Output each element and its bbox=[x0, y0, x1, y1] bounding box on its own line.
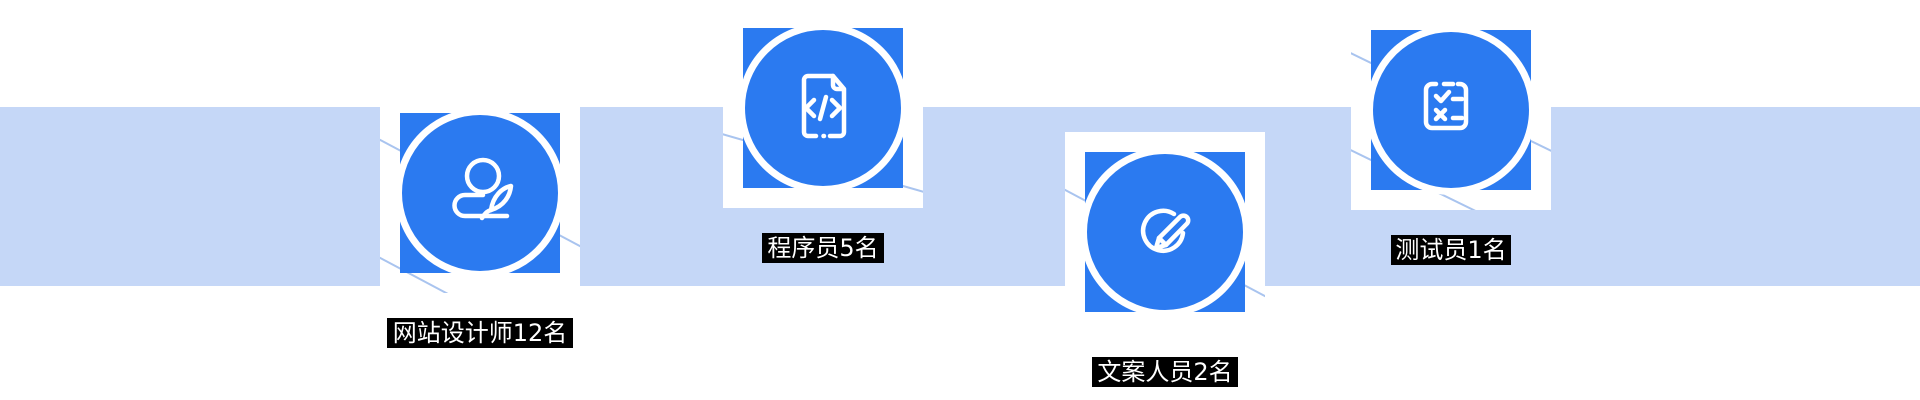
background-band bbox=[0, 107, 1920, 286]
pencil-circle-icon bbox=[1140, 208, 1191, 254]
team-node-programmer: 程序员5名 bbox=[723, 8, 923, 263]
node-label-text: 测试员1名 bbox=[1395, 236, 1507, 264]
node-label-text: 程序员5名 bbox=[767, 234, 879, 262]
checklist-icon bbox=[1423, 81, 1469, 131]
team-node-tester: 测试员1名 bbox=[1351, 10, 1551, 265]
node-label: 文案人员2名 bbox=[1092, 357, 1238, 387]
node-card bbox=[1065, 132, 1265, 332]
node-circle bbox=[1080, 147, 1250, 317]
node-label: 网站设计师12名 bbox=[387, 318, 573, 348]
node-card bbox=[380, 93, 580, 293]
team-node-copywriter: 文案人员2名 bbox=[1065, 132, 1265, 387]
node-label-text: 文案人员2名 bbox=[1097, 358, 1233, 386]
node-card bbox=[1351, 10, 1551, 210]
code-document-icon bbox=[801, 73, 847, 139]
node-card bbox=[723, 8, 923, 208]
node-label-text: 网站设计师12名 bbox=[392, 319, 568, 347]
designer-person-pen-icon bbox=[452, 157, 514, 221]
node-label: 程序员5名 bbox=[762, 233, 884, 263]
node-label: 测试员1名 bbox=[1391, 235, 1511, 265]
team-node-designer: 网站设计师12名 bbox=[380, 93, 580, 348]
node-circle bbox=[738, 23, 908, 193]
node-circle bbox=[1366, 25, 1536, 195]
node-circle bbox=[395, 108, 565, 278]
